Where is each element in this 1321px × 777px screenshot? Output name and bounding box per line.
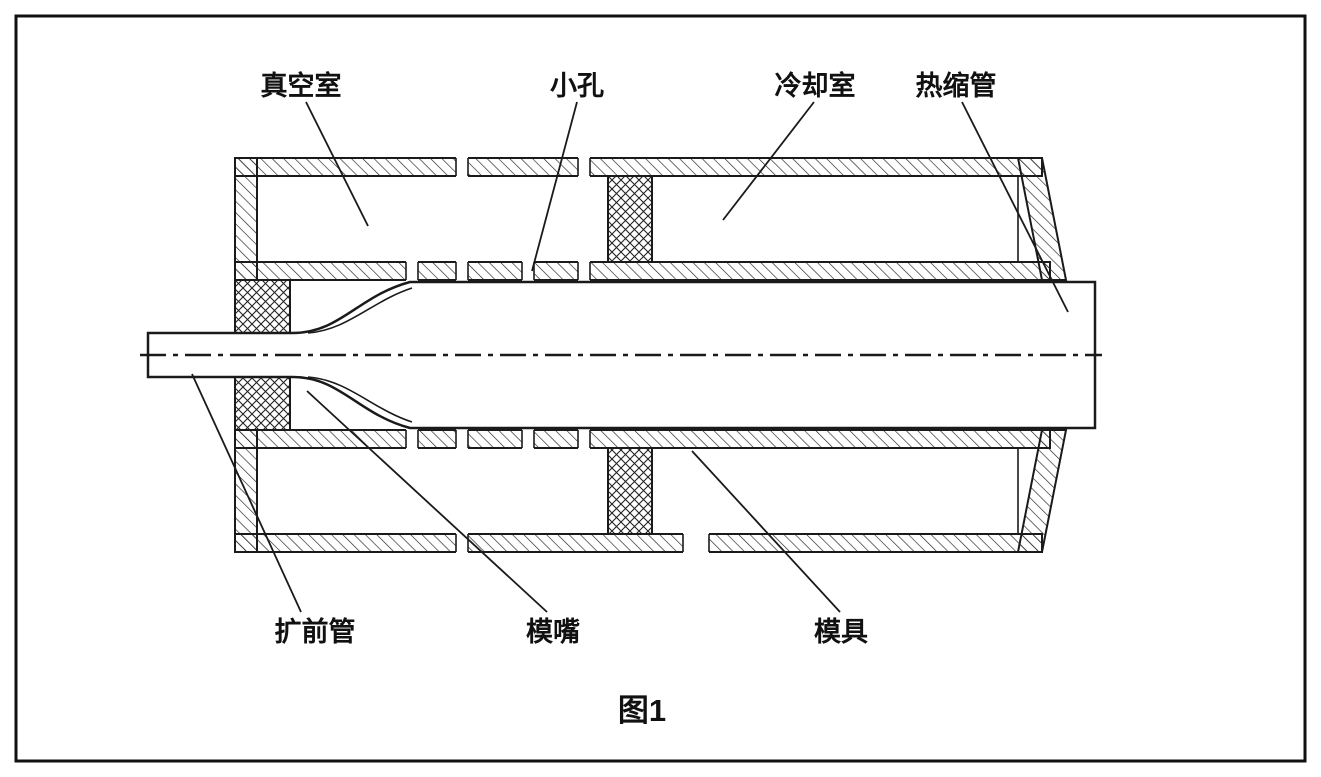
left-die-block-bottom — [234, 376, 291, 431]
small-holes-top — [405, 261, 591, 281]
outer-shell-bottom-wall — [234, 533, 1043, 553]
label-die: 模具 — [814, 617, 868, 647]
left-die-block-top — [234, 279, 291, 334]
leader-small-hole — [531, 101, 578, 272]
cooling-chamber-cavity-top — [651, 175, 1019, 263]
outer-wall-ports — [455, 157, 710, 553]
label-die-nozzle: 模嘴 — [526, 617, 580, 647]
divider-wall-bottom — [607, 447, 653, 535]
leader-lines — [191, 101, 1069, 613]
label-expander-tube: 扩前管 — [275, 616, 356, 647]
label-heat-shrink-tube: 热缩管 — [916, 70, 997, 101]
label-cooling-chamber: 冷却室 — [775, 70, 856, 101]
vacuum-chamber-cavity-bottom — [256, 447, 609, 535]
right-end-cap-top — [1016, 157, 1068, 281]
leader-vacuum-chamber — [305, 101, 369, 227]
right-end-cap-bottom — [1016, 429, 1068, 553]
label-small-hole: 小孔 — [550, 71, 604, 101]
inner-wall-bottom — [234, 429, 1051, 449]
vacuum-chamber-cavity-top — [256, 175, 609, 263]
diagram-border — [14, 14, 1307, 763]
leader-die-nozzle — [306, 390, 548, 613]
label-vacuum-chamber: 真空室 — [261, 70, 342, 101]
divider-wall-top — [607, 175, 653, 263]
cooling-chamber-cavity-bottom — [651, 447, 1019, 535]
left-end-wall-top — [234, 157, 258, 281]
die-nozzle-flare-bottom — [307, 376, 413, 423]
figure-caption: 图1 — [618, 693, 666, 728]
product-tube — [146, 280, 1097, 430]
leader-expander-tube — [191, 373, 302, 613]
leader-cooling-chamber — [722, 101, 815, 221]
outer-shell-top-wall — [234, 157, 1043, 177]
leader-die — [691, 450, 841, 613]
inner-wall-top — [234, 261, 1051, 281]
die-nozzle-flare-top — [307, 287, 413, 334]
chamber-cavities — [256, 175, 1019, 535]
small-holes-bottom — [405, 429, 591, 449]
leader-heat-shrink-tube — [961, 101, 1069, 313]
